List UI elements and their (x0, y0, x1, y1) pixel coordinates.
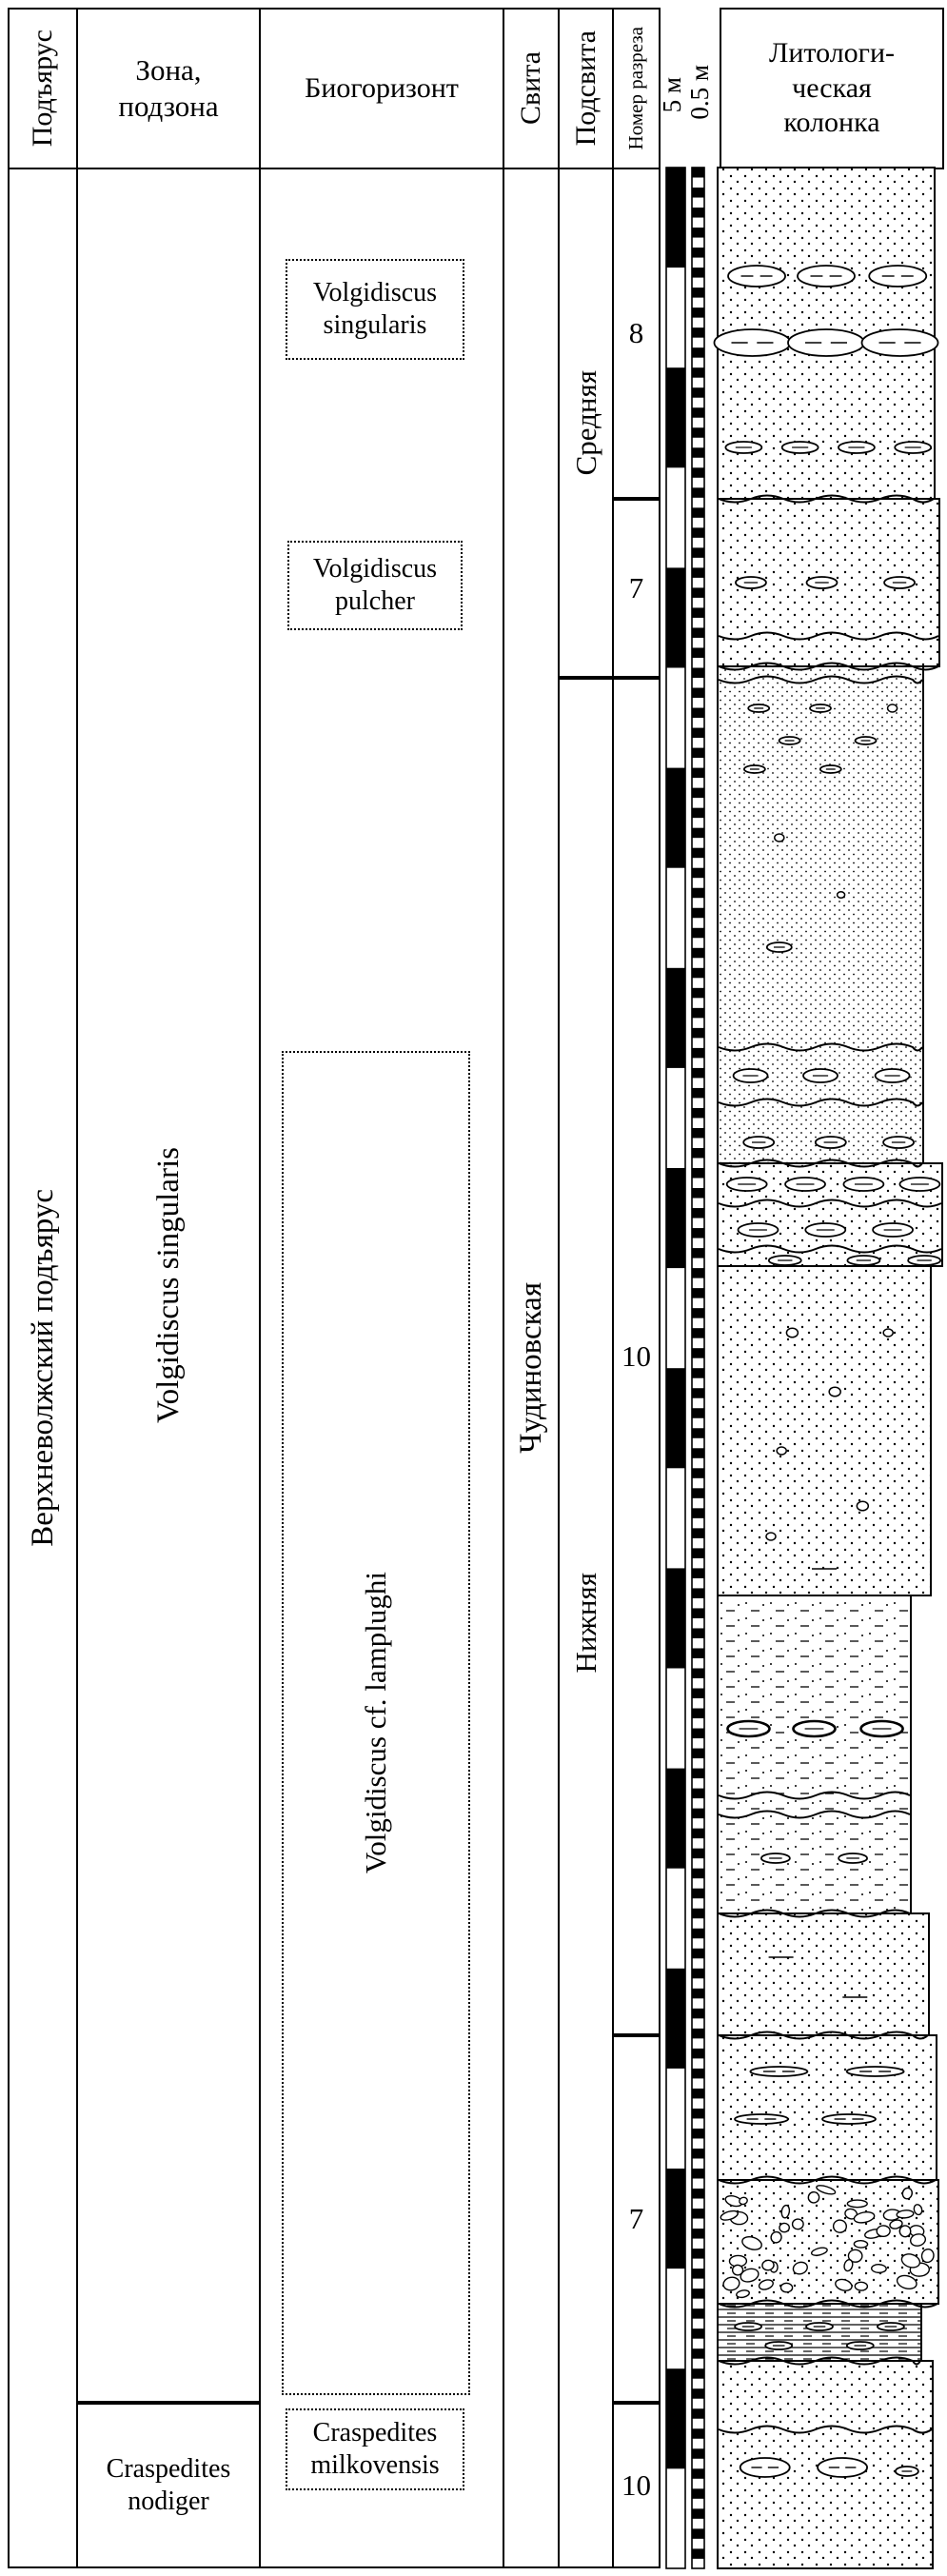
header-zone-label: Зона, подзона (118, 53, 219, 123)
subformation-upper-cell: Средняя (558, 168, 614, 678)
subformation-lower-cell: Нижняя (558, 678, 614, 2568)
header-zone: Зона, подзона (76, 8, 261, 169)
section-number-cell: 10 (612, 678, 661, 2035)
header-substage: Подъярус (8, 8, 78, 169)
header-biohorizon-label: Биогоризонт (305, 72, 459, 104)
header-subformation: Подсвита (558, 8, 614, 169)
scale-05m-label: 0.5 м (684, 65, 714, 120)
header-lithology-label: Литологи- ческая колонка (768, 37, 896, 139)
section-number-cell: 7 (612, 2035, 661, 2403)
scale-5m-label: 5 м (657, 77, 686, 113)
header-formation: Свита (503, 8, 560, 169)
substage-label: Верхневолжский подъярус (25, 1189, 60, 1547)
section-number: 10 (621, 2468, 651, 2502)
substage-cell: Верхневолжский подъярус (8, 168, 78, 2568)
biohorizon-box-pulcher: Volgidiscus pulcher (287, 541, 463, 630)
section-number-cell: 8 (612, 168, 661, 499)
zone-bottom-label: Craspedites nodiger (106, 2453, 231, 2516)
header-formation-label: Свита (515, 51, 546, 126)
formation-label: Чудиновская (513, 1282, 548, 1454)
subformation-lower-label: Нижняя (568, 1573, 602, 1674)
header-lithology: Литологи- ческая колонка (720, 8, 944, 169)
zone-cell: Volgidiscus singularis (76, 168, 261, 2403)
scale-05m-label-box: 0.5 м (684, 19, 714, 166)
header-section-number: Номер разреза (612, 8, 661, 169)
section-number-cell: 10 (612, 2403, 661, 2568)
formation-cell: Чудиновская (503, 168, 560, 2568)
header-section-number-label: Номер разреза (624, 27, 647, 150)
biohorizon-box-singularis: Volgidiscus singularis (286, 259, 464, 360)
zone-label: Volgidiscus singularis (150, 1147, 186, 1423)
section-number: 7 (628, 2202, 644, 2235)
biohorizon-box-milkovensis: Craspedites milkovensis (286, 2408, 464, 2490)
biohorizon-box-lamplughi: Volgidiscus cf. lamplughi (282, 1051, 470, 2395)
header-subformation-label: Подсвита (569, 30, 602, 147)
header-substage-label: Подъярус (27, 30, 58, 148)
section-number: 10 (621, 1339, 651, 1373)
header-biohorizon: Биогоризонт (259, 8, 504, 169)
subformation-upper-label: Средняя (568, 369, 602, 476)
section-number-cell: 7 (612, 499, 661, 678)
scale-5m-label-box: 5 м (657, 25, 687, 166)
section-number: 8 (628, 316, 644, 349)
section-number: 7 (628, 571, 644, 604)
zone-bottom-cell: Craspedites nodiger (76, 2403, 261, 2568)
